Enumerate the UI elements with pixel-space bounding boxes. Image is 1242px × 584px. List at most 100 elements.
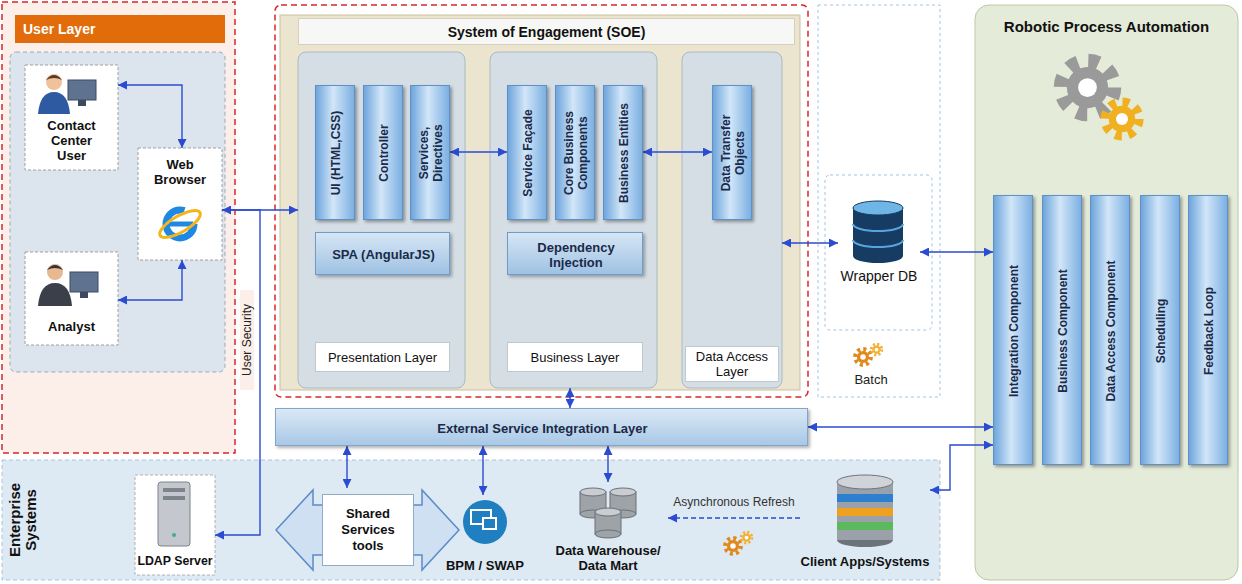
integration-bar: External Service Integration Layer [275,408,808,446]
bar-box: Dependency Injection [507,232,643,275]
label-text: Analyst [30,319,113,334]
layer-panel: Presentation Layer UI (HTML,CSS) Controlle… [298,52,465,388]
label-text: System of Engagement (SOE) [299,24,794,40]
column-box: Controller [363,85,403,220]
connector [482,446,483,495]
layer-panel: Data Access LayerData Transfer Objects [682,52,782,388]
text-box: Controller [364,99,404,207]
person-icon [38,264,98,306]
layer-panel [490,52,657,388]
text-box: System of Engagement (SOE) [298,18,795,45]
connector [643,151,712,152]
text-box: Service Façade [508,99,548,207]
text-box: SPA (AngularJS) [316,233,451,276]
warehouse-node: Data Warehouse/ Data Mart [548,482,668,580]
database-node: Wrapper DB [838,195,920,290]
text-box: Core Business Components [556,99,596,207]
connector [808,426,993,427]
connector [118,260,182,300]
text-box: Data Warehouse/ Data Mart [548,538,668,578]
soe-panel [280,15,800,390]
label-text: Business Layer [508,350,642,365]
gear-icon [855,349,870,364]
connector [346,446,347,488]
rpa-region: Robotic Process AutomationIntegration Co… [975,5,1238,580]
column-box: Services, Directives [410,85,450,220]
text-box: Business Layer [507,342,643,372]
user-box [25,65,118,170]
double-arrow [276,490,459,570]
connector [930,445,993,490]
gear-icon [741,532,752,543]
connector [118,85,182,148]
server-node: LDAP Server [135,475,215,575]
label-text: Client Apps/Systems [800,554,930,569]
label-text: Integration Component [1007,206,1021,456]
user-layer-region: User LayerContact Center UserAnalyst Web … [2,2,235,453]
column-box: Scheduling [1140,195,1180,465]
column-box: Business Entities [603,85,643,220]
batch-panel [818,5,940,397]
browser-icon [156,206,204,243]
text-box: Client Apps/Systems [800,550,930,572]
layer-panel [682,52,782,388]
label-text: UI (HTML,CSS) [329,99,343,207]
label-text: Feedback Loop [1202,206,1216,456]
text-box: Services, Directives [411,99,451,207]
column-box: Feedback Loop [1188,195,1228,465]
label-text: Controller [377,99,391,207]
label-text: Web Browser [141,157,219,187]
text-box: Data Access Component [1091,206,1131,456]
server-box [135,475,215,575]
text-box: Robotic Process Automation [975,13,1238,39]
text-box: Presentation Layer [315,342,450,372]
label-text: External Service Integration Layer [288,421,797,436]
label-text: Core Business Components [562,99,590,207]
text-box: Enterprise Systems [4,468,42,572]
layer-panel [298,52,465,388]
text-box: Batch [843,370,899,388]
text-box: Dependency Injection [508,233,644,276]
server-icon [158,482,190,546]
connector [782,242,838,243]
label-text: SPA (AngularJS) [328,247,439,262]
text-box: User Security [238,290,256,390]
gear-icon [1061,61,1114,114]
label-text: Data Warehouse/ Data Mart [548,543,668,573]
warehouse-icon [580,488,636,538]
user-panel [10,52,225,372]
connector [569,388,570,408]
user-layer-region [2,2,235,453]
label-text: Batch [843,372,899,387]
column-box: Service Façade [507,85,547,220]
label-text: Asynchronous Refresh [669,495,799,509]
bpm-icon [463,500,507,544]
text-box: Contact Center User [36,113,107,167]
text-box: UI (HTML,CSS) [316,99,356,207]
label-text: Enterprise Systems [7,468,39,572]
browser-box: Web Browser [138,148,222,260]
label-text: Presentation Layer [316,350,449,365]
column-box: Data Access Component [1090,195,1130,465]
label-text: BPM / SWAP [440,558,530,573]
connector [668,517,800,518]
label-text: Contact Center User [36,118,107,163]
user-box: Contact Center User [25,65,118,170]
connector [607,446,608,482]
label-text: LDAP Server [137,554,213,569]
label-text: Wrapper DB [838,268,920,284]
browser-box [138,148,222,260]
text-box: LDAP Server [137,550,213,572]
client-node: Client Apps/Systems [800,470,930,578]
text-box: Analyst [30,314,113,338]
user-box [25,252,118,345]
label-text: Service Façade [521,99,535,207]
text-box: User Layer [15,15,225,43]
text-box: Asynchronous Refresh [669,493,799,511]
text-box: Data Access Layer [685,346,779,382]
column-box: Integration Component [993,195,1033,465]
text-box: BPM / SWAP [440,555,530,575]
gear-icon [871,344,882,355]
label-text: Data Access Component [1104,206,1118,456]
